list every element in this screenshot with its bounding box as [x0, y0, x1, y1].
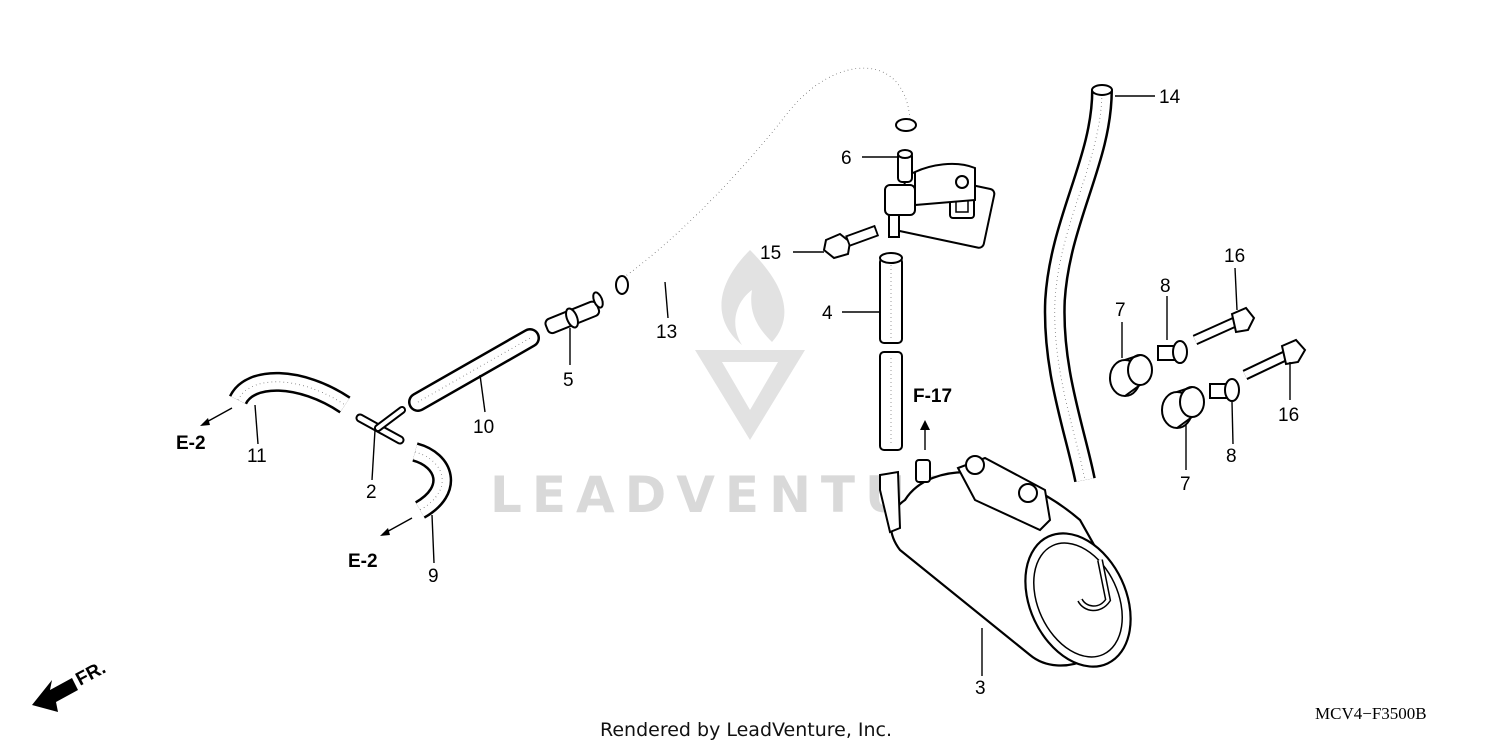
hose-9 [411, 442, 453, 519]
callout-14: 14 [1159, 87, 1181, 108]
callout-4: 4 [822, 303, 833, 324]
collar-8-lower [1209, 378, 1240, 402]
render-credit: Rendered by LeadVenture, Inc. [600, 719, 892, 741]
callout-13: 13 [656, 322, 677, 343]
canister-3 [879, 455, 1132, 668]
ref-e2-lower[interactable]: E-2 [348, 551, 378, 572]
front-direction-label: FR. [72, 658, 109, 691]
cross-references: E-2 E-2 F-17 [176, 386, 952, 572]
callout-7-lower: 7 [1180, 474, 1191, 495]
callout-9: 9 [428, 566, 439, 587]
hose-14 [1043, 84, 1113, 483]
callout-10: 10 [473, 417, 494, 438]
callout-16-lower: 16 [1278, 405, 1299, 426]
hose-11 [228, 371, 351, 414]
solenoid-valve [884, 162, 996, 249]
callout-11: 11 [247, 446, 267, 467]
hose-13 [612, 59, 919, 295]
bolt-16-upper [1192, 306, 1256, 346]
front-direction-arrow-icon [32, 678, 78, 712]
collar-8-upper [1157, 340, 1188, 364]
bolt-15 [822, 224, 880, 260]
diagram-code: MCV4−F3500B [1315, 704, 1427, 723]
callout-7-upper: 7 [1115, 300, 1126, 321]
leader-lines [254, 95, 1291, 676]
ref-e2-upper[interactable]: E-2 [176, 433, 206, 454]
callout-6: 6 [841, 148, 852, 169]
part-callouts: 2 3 4 5 6 7 7 8 8 9 10 11 13 14 15 16 16 [247, 87, 1299, 699]
ref-f17[interactable]: F-17 [913, 386, 952, 407]
watermark-v-icon [695, 350, 805, 440]
callout-5: 5 [563, 370, 574, 391]
connector-5 [544, 291, 604, 335]
bolt-16-lower [1242, 338, 1307, 380]
ref-arrows [200, 407, 930, 536]
tube-10 [408, 328, 540, 412]
mount-7-lower [1161, 386, 1205, 429]
callout-8-lower: 8 [1226, 446, 1237, 467]
callout-15: 15 [760, 243, 781, 264]
watermark-flame-icon [721, 250, 785, 345]
hose-4 [879, 252, 903, 451]
callout-8-upper: 8 [1160, 276, 1171, 297]
t-joint-2 [355, 406, 406, 445]
callout-2: 2 [366, 482, 377, 503]
mount-7-upper [1109, 354, 1153, 397]
callout-16-upper: 16 [1224, 246, 1245, 267]
cap-6 [897, 149, 913, 183]
callout-3: 3 [975, 678, 986, 699]
